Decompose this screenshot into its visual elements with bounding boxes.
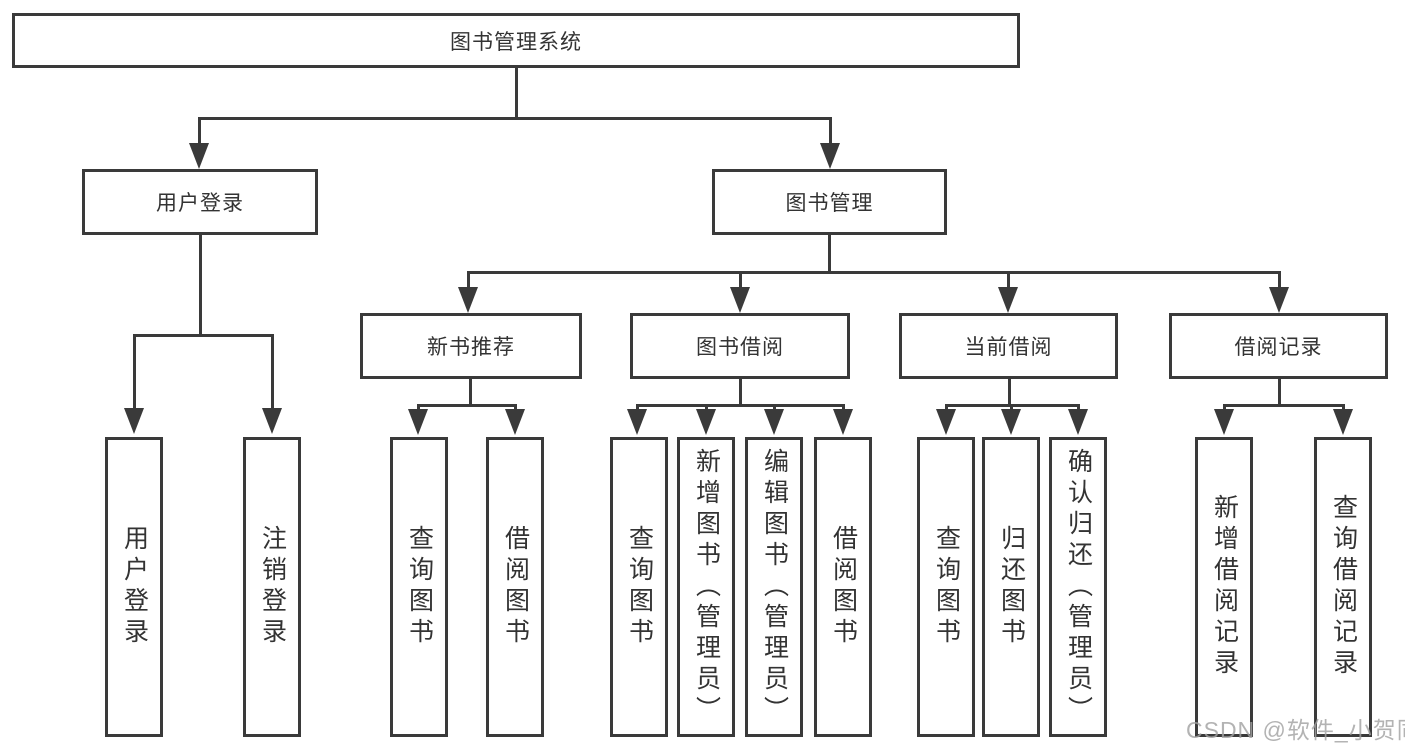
arrow-head-icon: [730, 287, 750, 313]
connector-line: [1007, 271, 1010, 293]
connector-line: [198, 117, 832, 120]
leaf-borrow-books: 借阅图书: [814, 437, 872, 737]
arrow-head-icon: [936, 409, 956, 435]
node-label: 编辑图书（管理员）: [760, 447, 789, 727]
connector-line: [271, 334, 274, 410]
node-label: 借阅图书: [501, 525, 530, 649]
leaf-query-borrow-record: 查询借阅记录: [1314, 437, 1372, 737]
node-label: 用户登录: [156, 192, 244, 215]
arrow-head-icon: [458, 287, 478, 313]
arrow-head-icon: [1214, 409, 1234, 435]
arrow-head-icon: [1333, 409, 1353, 435]
leaf-logout: 注销登录: [243, 437, 301, 737]
connector-line: [417, 404, 517, 407]
arrow-head-icon: [627, 409, 647, 435]
arrow-head-icon: [1001, 409, 1021, 435]
connector-line: [829, 117, 832, 147]
connector-line: [467, 271, 1281, 274]
connector-line: [636, 404, 845, 407]
connector-line: [467, 271, 470, 293]
leaf-edit-book-admin: 编辑图书（管理员）: [745, 437, 803, 737]
node-label: 归还图书: [997, 525, 1026, 649]
leaf-confirm-return-admin: 确认归还（管理员）: [1049, 437, 1107, 737]
connector-line: [739, 271, 742, 293]
node-label: 用户登录: [120, 525, 149, 649]
arrow-head-icon: [505, 409, 525, 435]
connector-line: [739, 379, 742, 406]
node-label: 查询图书: [625, 525, 654, 649]
node-label: 新书推荐: [427, 336, 515, 359]
leaf-add-borrow-record: 新增借阅记录: [1195, 437, 1253, 737]
node-label: 新增借阅记录: [1210, 494, 1239, 680]
connector-line: [515, 68, 518, 118]
connector-line: [1008, 379, 1011, 406]
node-current-borrowing: 当前借阅: [899, 313, 1118, 379]
node-label: 查询图书: [405, 525, 434, 649]
leaf-query-books-current: 查询图书: [917, 437, 975, 737]
node-label: 图书管理: [785, 192, 874, 215]
node-label: 图书管理系统: [450, 30, 582, 54]
connector-line: [199, 235, 202, 335]
node-label: 确认归还（管理员）: [1064, 447, 1093, 727]
node-label: 查询借阅记录: [1329, 494, 1358, 680]
node-user-login: 用户登录: [82, 169, 318, 235]
leaf-add-book-admin: 新增图书（管理员）: [677, 437, 735, 737]
arrow-head-icon: [189, 143, 209, 169]
arrow-head-icon: [262, 408, 282, 434]
node-label: 查询图书: [932, 525, 961, 649]
node-new-book-recommend: 新书推荐: [360, 313, 582, 379]
leaf-borrow-books-recommend: 借阅图书: [486, 437, 544, 737]
connector-line: [1278, 271, 1281, 293]
connector-line: [1223, 404, 1345, 407]
arrow-head-icon: [696, 409, 716, 435]
arrow-head-icon: [1269, 287, 1289, 313]
connector-line: [1278, 379, 1281, 406]
leaf-return-book: 归还图书: [982, 437, 1040, 737]
node-book-borrowing: 图书借阅: [630, 313, 850, 379]
node-label: 注销登录: [258, 525, 287, 649]
node-borrowing-records: 借阅记录: [1169, 313, 1388, 379]
arrow-head-icon: [1068, 409, 1088, 435]
arrow-head-icon: [764, 409, 784, 435]
connector-line: [469, 379, 472, 406]
node-label: 借阅图书: [829, 525, 858, 649]
node-root-library-system: 图书管理系统: [12, 13, 1020, 68]
connector-line: [828, 235, 831, 273]
arrow-head-icon: [820, 143, 840, 169]
leaf-query-books-borrowing: 查询图书: [610, 437, 668, 737]
connector-line: [133, 334, 274, 337]
arrow-head-icon: [833, 409, 853, 435]
node-label: 借阅记录: [1234, 336, 1323, 359]
arrow-head-icon: [998, 287, 1018, 313]
node-book-management: 图书管理: [712, 169, 947, 235]
arrow-head-icon: [408, 409, 428, 435]
leaf-query-books-recommend: 查询图书: [390, 437, 448, 737]
node-label: 新增图书（管理员）: [692, 447, 721, 727]
arrow-head-icon: [124, 408, 144, 434]
node-label: 当前借阅: [964, 336, 1053, 359]
csdn-watermark: CSDN @软件_小贺同学: [1186, 717, 1405, 743]
connector-line: [133, 334, 136, 410]
node-label: 图书借阅: [696, 336, 784, 359]
connector-line: [198, 117, 201, 147]
leaf-user-login: 用户登录: [105, 437, 163, 737]
